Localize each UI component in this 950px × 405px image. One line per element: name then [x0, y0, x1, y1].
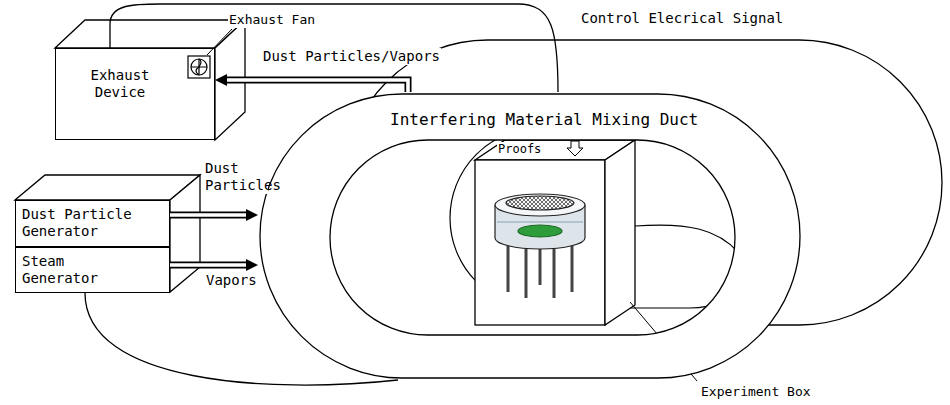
edge-label: Dust Particles/Vapors: [262, 48, 441, 65]
node-title: Interfering Material Mixing Duct: [390, 110, 802, 129]
gas-sensor: [495, 194, 585, 298]
pipe-wall: [227, 80, 408, 92]
pipe-connector: [170, 265, 246, 266]
pipe-connector: [227, 80, 408, 92]
fan-symbol: [188, 56, 210, 78]
node-title: Steam Generator: [22, 253, 122, 287]
pipe-wall: [170, 212, 246, 219]
proofs-arrow: [567, 141, 583, 156]
duct-outline: [258, 92, 802, 380]
label-slot: Experiment Box: [700, 384, 812, 400]
box-side-face: [605, 140, 635, 325]
duct-front-face: [260, 94, 800, 378]
label-slot: Proofs: [497, 142, 542, 156]
pipe-connector: [170, 215, 246, 216]
pipe-wall: [170, 262, 246, 269]
duct-hole: [330, 140, 735, 335]
pipe-bore: [227, 80, 408, 92]
node-title: Dust Particle Generator: [22, 206, 163, 240]
generator-top-face: [15, 175, 200, 200]
edge-label: Control Elecrical Signal: [580, 10, 784, 27]
mixing-duct: Interfering Material Mixing Duct: [258, 92, 802, 380]
label-slot: Dust Particles: [204, 160, 268, 194]
label-slot: Control Elecrical Signal: [580, 10, 784, 27]
callout-label: Exhaust Fan: [228, 12, 316, 28]
callout-label: Proofs: [497, 142, 542, 156]
label-slot: Dust Particles/Vapors: [262, 48, 441, 65]
callout-label: Experiment Box: [700, 384, 812, 400]
exhaust-top-face: [55, 20, 245, 48]
label-slot: Vapors: [205, 272, 258, 289]
steam-generator-box: Steam Generator: [15, 247, 170, 293]
generator-side-face: [170, 175, 200, 292]
edge-label: Vapors: [205, 272, 258, 289]
node-title: Exhaust Device: [66, 67, 174, 101]
signal-wire: [635, 225, 738, 252]
pipe-bore: [170, 213, 246, 217]
leader-line: [207, 29, 232, 55]
edge-label: Dust Particles: [204, 160, 268, 194]
pipe-bore: [170, 263, 246, 267]
exhaust-device-box: Exhaust Device: [55, 48, 215, 140]
label-slot: Exhaust Fan: [228, 12, 316, 28]
box-front-face: [475, 160, 605, 325]
dust-generator-box: Dust Particle Generator: [15, 200, 170, 247]
